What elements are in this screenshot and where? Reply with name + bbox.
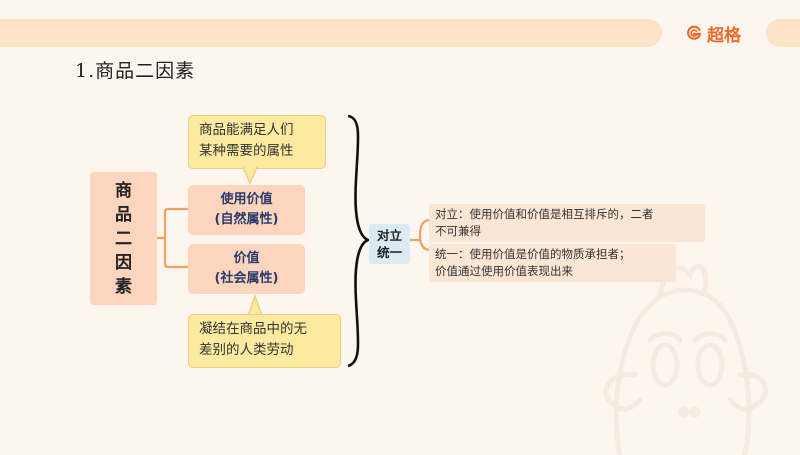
root-char: 二 [115,228,132,249]
branch-sublabel: (社会属性) [214,271,279,286]
detail-line: 不可兼得 [435,224,481,238]
root-char: 品 [115,204,132,225]
root-char: 素 [115,276,132,297]
relation-label: 统一 [376,245,402,260]
callout-value: 凝结在商品中的无 差别的人类劳动 [188,314,341,368]
callout-tail-icon [247,294,263,316]
root-node[interactable]: 商 品 二 因 素 [90,172,157,305]
branch-label: 价值 [233,251,260,266]
branch-sublabel: (自然属性) [214,212,279,227]
relation-detail-opposition[interactable]: 对立：使用价值和价值是相互排斥的，二者 不可兼得 [429,204,705,242]
callout-line: 差别的人类劳动 [199,342,294,358]
brand-name: 超格 [707,25,741,46]
slide-title: 1.商品二因素 [75,60,196,82]
callout-line: 某种需要的属性 [199,143,294,159]
header-bar-right [766,19,800,47]
relation-detail-unity[interactable]: 统一：使用价值是价值的物质承担者； 价值通过使用价值表现出来 [429,244,676,282]
g-logo-icon [687,25,702,40]
detail-line: 对立：使用价值和价值是相互排斥的，二者 [435,207,654,221]
callout-tail-icon [242,167,258,185]
branch-node-use-value[interactable]: 使用价值 (自然属性) [188,185,305,235]
branch-node-value[interactable]: 价值 (社会属性) [188,244,305,294]
detail-line: 价值通过使用价值表现出来 [435,264,573,278]
header-bar [0,19,662,47]
callout-use-value: 商品能满足人们 某种需要的属性 [188,115,326,169]
relation-label: 对立 [376,228,402,243]
root-char: 因 [115,252,132,273]
branch-label: 使用价值 [220,192,273,207]
brand-logo: 超格 [686,22,741,46]
callout-line: 商品能满足人们 [199,122,294,138]
root-char: 商 [115,180,132,201]
callout-line: 凝结在商品中的无 [199,321,307,337]
detail-line: 统一：使用价值是价值的物质承担者； [435,247,631,261]
relation-node[interactable]: 对立 统一 [369,224,410,264]
